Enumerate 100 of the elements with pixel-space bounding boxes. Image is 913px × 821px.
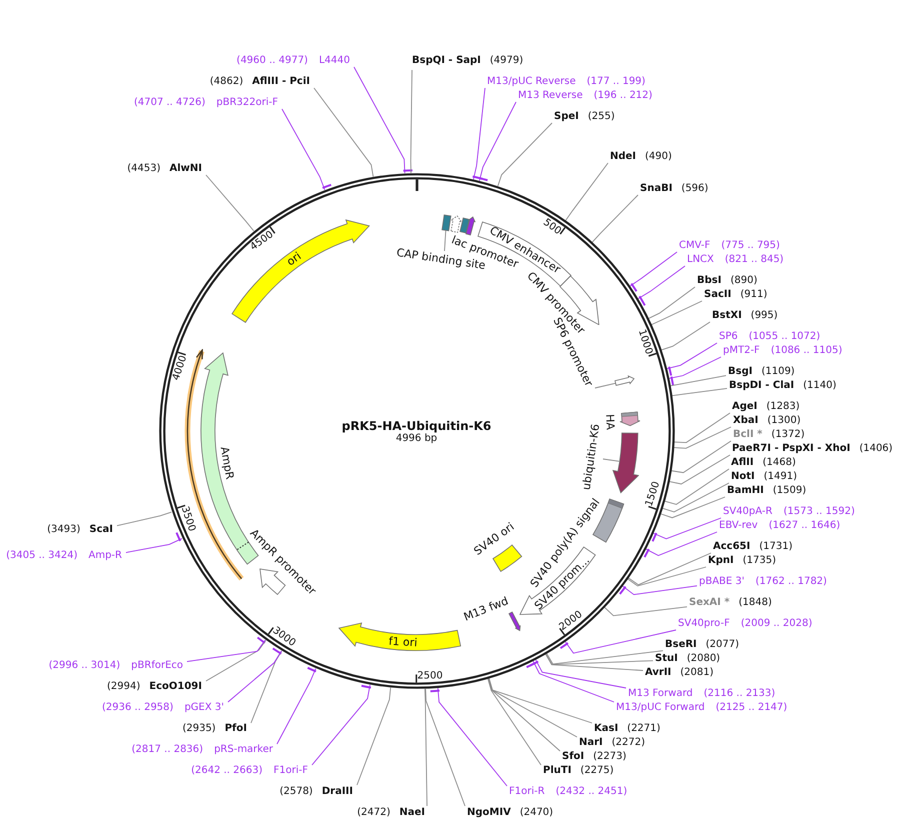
plasmid-size: 4996 bp bbox=[396, 433, 438, 445]
leader-line bbox=[488, 678, 592, 724]
enzyme-label: BspDI - ClaI bbox=[729, 380, 794, 392]
leader-line bbox=[126, 538, 182, 553]
primer-label: pRS-marker bbox=[214, 744, 273, 756]
primer-label: EBV-rev bbox=[719, 520, 758, 532]
primer-range: (177 .. 199) bbox=[586, 76, 646, 88]
enzyme-label: PfoI bbox=[224, 723, 247, 735]
primer-range: (1573 .. 1592) bbox=[783, 506, 855, 518]
primer-range: (2125 .. 2147) bbox=[716, 702, 788, 714]
primer-range: (2009 .. 2028) bbox=[740, 618, 812, 630]
site-position: (2272) bbox=[612, 737, 646, 749]
leader-line bbox=[546, 654, 654, 665]
primer-label: M13 Reverse bbox=[518, 90, 583, 102]
feature-label: AmpR bbox=[218, 446, 236, 480]
leader-line bbox=[282, 108, 326, 190]
enzyme-label: PluTI bbox=[543, 765, 572, 777]
leader-line bbox=[546, 650, 664, 665]
feature-label: ubiquitin-K6 bbox=[580, 423, 602, 491]
feature-shape bbox=[230, 218, 370, 323]
leader-line bbox=[473, 88, 486, 180]
tick-label: 4000 bbox=[170, 354, 189, 382]
site-position: (2472) bbox=[357, 807, 390, 819]
leader-line bbox=[638, 266, 686, 300]
leader-line bbox=[602, 458, 620, 462]
leader-line bbox=[645, 532, 718, 556]
site-position: (995) bbox=[750, 310, 778, 322]
leader-line bbox=[437, 688, 508, 786]
tick-label: 3500 bbox=[178, 505, 198, 533]
leader-line bbox=[206, 174, 254, 232]
leader-line bbox=[116, 512, 172, 526]
enzyme-label: ScaI bbox=[89, 524, 113, 536]
primer-range: (775 .. 795) bbox=[721, 240, 780, 252]
leader-line bbox=[354, 66, 406, 174]
plasmid-name: pRK5-HA-Ubiquitin-K6 bbox=[342, 419, 492, 433]
leader-line bbox=[276, 668, 316, 744]
enzyme-label: PaeR7I - PspXI - XhoI bbox=[732, 443, 850, 455]
feature-shape bbox=[508, 611, 522, 632]
feature-shape bbox=[612, 432, 640, 494]
primer-range: (2817 .. 2836) bbox=[132, 744, 204, 756]
primer-label: Amp-R bbox=[88, 550, 122, 562]
site-position: (1509) bbox=[772, 485, 806, 497]
enzyme-label: KpnI bbox=[708, 555, 734, 567]
enzyme-label: Acc65I bbox=[713, 541, 750, 553]
site-position: (596) bbox=[681, 183, 708, 195]
feature-shape bbox=[619, 411, 642, 428]
site-position: (1372) bbox=[771, 429, 805, 441]
primer-label: LNCX bbox=[687, 254, 714, 266]
leader-line bbox=[648, 286, 696, 319]
leader-line bbox=[186, 640, 266, 662]
leader-line bbox=[592, 194, 638, 243]
site-position: (2578) bbox=[280, 786, 313, 798]
primer-range: (2996 .. 3014) bbox=[48, 660, 120, 672]
leader-line bbox=[670, 375, 726, 386]
leader-line bbox=[228, 650, 282, 702]
primer-label: SV40pro-F bbox=[678, 618, 730, 630]
primer-range: (2116 .. 2133) bbox=[704, 688, 776, 700]
site-position: (2271) bbox=[627, 723, 660, 735]
tick-label: 1000 bbox=[636, 328, 654, 356]
enzyme-label: EcoO109I bbox=[149, 681, 202, 693]
leader-line bbox=[356, 687, 392, 786]
primer-label: F1ori-F bbox=[274, 765, 308, 777]
feature-shape bbox=[338, 622, 462, 652]
feature-label: f1 ori bbox=[388, 634, 418, 650]
site-position: (3493) bbox=[47, 524, 80, 536]
enzyme-label: AlwNI bbox=[170, 163, 202, 175]
enzyme-label: BspQI - SapI bbox=[412, 55, 481, 67]
leader-line bbox=[674, 426, 732, 449]
site-position: (2275) bbox=[580, 765, 614, 777]
primer-label: pBR322ori-F bbox=[216, 97, 278, 109]
leader-line bbox=[564, 630, 676, 654]
leader-line bbox=[672, 388, 728, 396]
leader-line bbox=[425, 688, 466, 806]
enzyme-label: SnaBI bbox=[640, 183, 672, 195]
leader-line bbox=[670, 440, 732, 474]
leader-line bbox=[661, 322, 710, 350]
leader-line bbox=[565, 162, 608, 221]
primer-range: (3405 .. 3424) bbox=[6, 550, 78, 562]
primer-label: pBABE 3' bbox=[699, 576, 745, 588]
primer-label: SP6 bbox=[719, 331, 738, 343]
feature-shape bbox=[614, 375, 636, 386]
primer-label: pBRforEco bbox=[131, 660, 183, 672]
primer-label: L4440 bbox=[318, 55, 350, 67]
enzyme-label: BbsI bbox=[697, 275, 722, 287]
site-position: (2470) bbox=[520, 807, 554, 819]
primer-range: (4960 .. 4977) bbox=[236, 55, 308, 67]
leader-line bbox=[668, 356, 722, 379]
site-position: (1283) bbox=[766, 401, 800, 413]
enzyme-label: XbaI bbox=[733, 415, 758, 427]
leader-line bbox=[622, 585, 698, 596]
enzyme-label: SacII bbox=[704, 289, 732, 301]
tick-label: 500 bbox=[541, 216, 564, 238]
feature-shape bbox=[465, 216, 476, 236]
leader-line bbox=[487, 678, 542, 766]
leader-line bbox=[410, 70, 412, 174]
feature-label: HA bbox=[603, 414, 617, 430]
leader-line bbox=[206, 640, 266, 682]
enzyme-label: AflII bbox=[731, 457, 754, 469]
leader-line bbox=[662, 482, 730, 512]
primer-range: (4707 .. 4726) bbox=[134, 97, 206, 109]
